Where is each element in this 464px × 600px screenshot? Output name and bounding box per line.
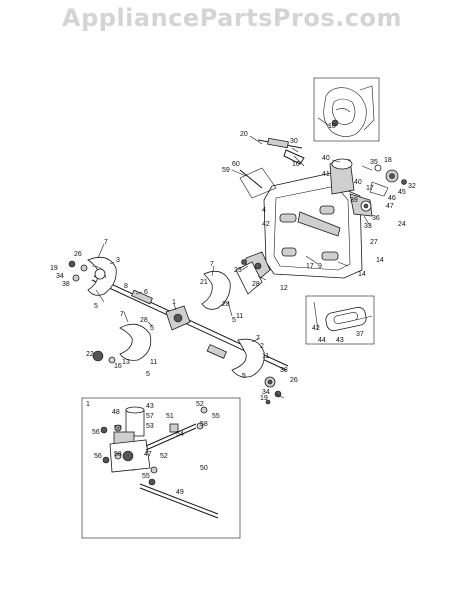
label-18: 18 [384, 157, 392, 164]
label-47: 47 [386, 203, 394, 210]
label-34: 34 [56, 273, 64, 280]
label-27: 27 [370, 239, 378, 246]
label-11-b: 11 [150, 359, 157, 366]
label-54: 54 [176, 431, 184, 438]
label-3: 3 [116, 257, 120, 264]
label-28-c: 28 [140, 317, 148, 324]
label-7: 7 [104, 239, 108, 246]
label-5-b: 5 [232, 317, 236, 324]
label-7-d: 7 [256, 335, 260, 342]
label-22: 22 [86, 351, 94, 358]
label-5-d: 5 [146, 371, 150, 378]
label-5-c: 5 [150, 325, 154, 332]
housing-inset-panel [313, 77, 380, 142]
label-48: 48 [112, 409, 120, 416]
label-13: 13 [122, 359, 130, 366]
label-45: 45 [398, 189, 406, 196]
label-57: 57 [146, 413, 154, 420]
label-10-inset: 10 [328, 123, 336, 130]
label-11-c: 11 [262, 353, 269, 360]
label-16: 16 [114, 363, 122, 370]
label-1-b: 1 [86, 401, 90, 408]
label-7-b: 7 [210, 261, 214, 268]
label-38-b: 38 [280, 367, 288, 374]
label-24: 24 [398, 221, 406, 228]
label-58-c: 58 [114, 451, 122, 458]
label-2: 2 [260, 343, 264, 350]
label-14-b: 14 [358, 271, 366, 278]
label-43: 43 [336, 337, 344, 344]
bracket-inset-panel [305, 295, 375, 345]
label-58: 58 [200, 421, 208, 428]
label-10: 10 [292, 161, 300, 168]
label-9: 9 [318, 263, 322, 270]
auger-shaft-assembly [68, 251, 289, 405]
label-43-b: 43 [146, 403, 154, 410]
label-55-b: 55 [142, 473, 150, 480]
part-labels: 10 20 30 10 59 60 40 41 35 18 32 45 46 4… [50, 123, 416, 496]
label-58-b: 58 [114, 425, 122, 432]
label-56: 56 [92, 429, 100, 436]
label-20: 20 [240, 131, 248, 138]
label-36: 36 [372, 215, 380, 222]
label-38: 38 [62, 281, 70, 288]
label-60: 60 [232, 161, 240, 168]
label-6: 6 [144, 289, 148, 296]
label-7-c: 7 [120, 311, 124, 318]
label-35: 35 [370, 159, 378, 166]
watermark-text: AppliancePartsPros.com [62, 4, 402, 32]
label-17: 17 [366, 185, 374, 192]
leader-lines [95, 135, 373, 399]
label-47-b: 47 [144, 451, 152, 458]
label-41: 41 [322, 171, 330, 178]
crank-rod-group [257, 137, 305, 167]
label-4: 4 [262, 207, 266, 214]
label-14: 14 [376, 257, 384, 264]
label-56-b: 56 [94, 453, 102, 460]
label-40: 40 [322, 155, 330, 162]
label-32: 32 [408, 183, 416, 190]
label-5: 5 [94, 303, 98, 310]
auger-housing [239, 158, 407, 279]
label-53: 53 [146, 423, 154, 430]
label-5-e: 5 [242, 373, 246, 380]
label-42-b: 42 [312, 325, 320, 332]
label-21: 21 [200, 279, 208, 286]
label-1: 1 [172, 299, 176, 306]
label-28: 28 [252, 281, 260, 288]
label-50: 50 [200, 465, 208, 472]
label-51: 51 [166, 413, 174, 420]
label-30: 30 [290, 138, 298, 145]
label-59: 59 [222, 167, 230, 174]
label-42: 42 [262, 221, 270, 228]
label-17-b: 17 [306, 263, 314, 270]
label-37: 37 [356, 331, 364, 338]
label-39: 39 [350, 197, 358, 204]
label-8: 8 [124, 283, 128, 290]
label-55: 55 [212, 413, 220, 420]
label-12: 12 [280, 285, 288, 292]
label-28-b: 28 [222, 301, 230, 308]
label-33: 33 [364, 223, 372, 230]
gearbox-inset-panel [81, 397, 241, 539]
label-26-b: 26 [290, 377, 298, 384]
label-19-b: 19 [260, 395, 268, 402]
label-52-b: 52 [160, 453, 168, 460]
label-49: 49 [176, 489, 184, 496]
label-44: 44 [318, 337, 326, 344]
label-46: 46 [388, 195, 396, 202]
label-34-b: 34 [262, 389, 270, 396]
label-19: 19 [50, 265, 58, 272]
label-26: 26 [74, 251, 82, 258]
label-40-b: 40 [354, 179, 362, 186]
label-11: 11 [236, 313, 243, 320]
label-23: 23 [234, 267, 242, 274]
label-52: 52 [196, 401, 204, 408]
